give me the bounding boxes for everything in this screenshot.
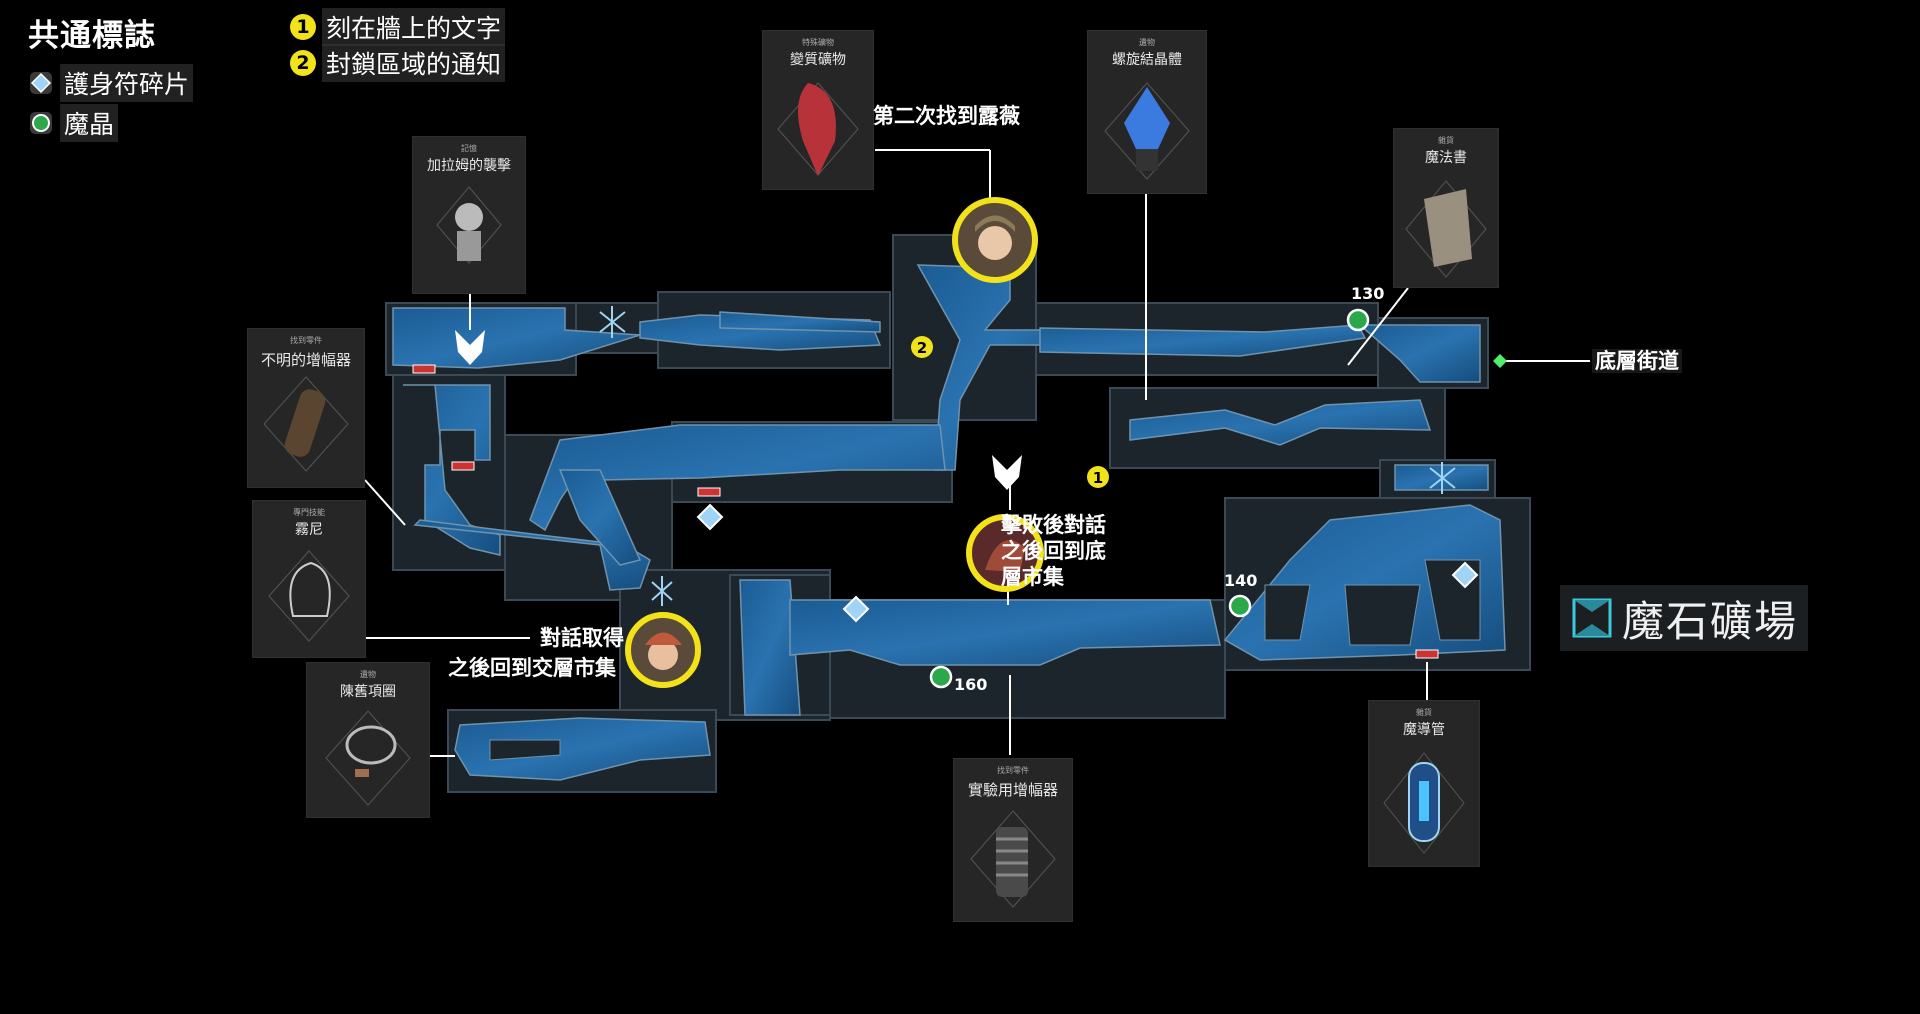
amulet-fragment-icon [696, 503, 1479, 623]
legend-marker-2: 2 封鎖區域的通知 [290, 44, 506, 82]
marker-1: 1 [1087, 466, 1109, 488]
card-amplifier-test: 找到零件實驗用增幅器 [953, 758, 1073, 922]
svg-text:1: 1 [1093, 469, 1103, 487]
fast-travel-icon [599, 306, 1456, 606]
map-walls [489, 559, 1481, 761]
legend-item-crystal: 魔晶 [28, 104, 119, 142]
gate-icon [412, 364, 1439, 659]
area-icon [1572, 598, 1612, 638]
ruvie-marker-1 [952, 197, 1038, 283]
card-amplifier-unknown: 找到零件不明的增幅器 [247, 328, 365, 488]
label-talk-2: 之後回到交層市集 [448, 656, 616, 680]
label-defeat-2: 之後回到底 [1001, 539, 1106, 563]
galam-icon [436, 186, 502, 264]
crystal-count: 130 [1351, 284, 1385, 303]
magic-crystal-icon [30, 112, 52, 134]
area-name: 魔石礦場 [1560, 585, 1808, 651]
boss-marker [966, 514, 1044, 592]
exit-icon [1493, 354, 1507, 368]
label-defeat-3: 層市集 [1001, 565, 1064, 589]
conduit-icon [1383, 752, 1465, 854]
svg-text:2: 2 [917, 339, 927, 357]
card-galam: 記憶加拉姆的襲擊 [412, 136, 526, 294]
card-conduit: 雜貨魔導管 [1368, 700, 1480, 867]
npc-marker [625, 612, 701, 688]
grimoire-icon [1405, 180, 1487, 278]
label-second-find: 第二次找到露薇 [873, 104, 1020, 128]
card-grimoire: 雜貨魔法書 [1393, 128, 1499, 288]
marker-2: 2 [911, 336, 933, 358]
card-mist: 專門技能霧尼 [252, 500, 366, 658]
card-spiral: 遺物螺旋結晶體 [1087, 30, 1207, 194]
legend-item-amulet: 護身符碎片 [28, 64, 194, 102]
legend-title: 共通標誌 [28, 18, 156, 54]
crystal-count: 140 [1224, 571, 1258, 590]
amulet-fragment-icon [30, 72, 52, 94]
label-defeat-1: 擊敗後對話 [1001, 513, 1106, 537]
amplifier-test-icon [970, 810, 1056, 908]
legend-marker-1: 1 刻在牆上的文字 [290, 8, 506, 46]
spiral-crystal-icon [1104, 82, 1190, 180]
label-talk-1: 對話取得 [540, 626, 624, 650]
necklace-icon [325, 710, 411, 806]
card-necklace: 遺物陳舊項圈 [306, 662, 430, 818]
card-mineral: 特殊礦物變質礦物 [762, 30, 874, 190]
crystal-count: 160 [954, 675, 988, 694]
mist-icon [268, 550, 350, 642]
magic-crystal-icon [929, 308, 1370, 689]
amplifier-icon [263, 376, 349, 472]
mineral-icon [777, 82, 859, 176]
demon-mask-icon [455, 330, 1022, 490]
label-exit: 底層街道 [1592, 349, 1682, 373]
